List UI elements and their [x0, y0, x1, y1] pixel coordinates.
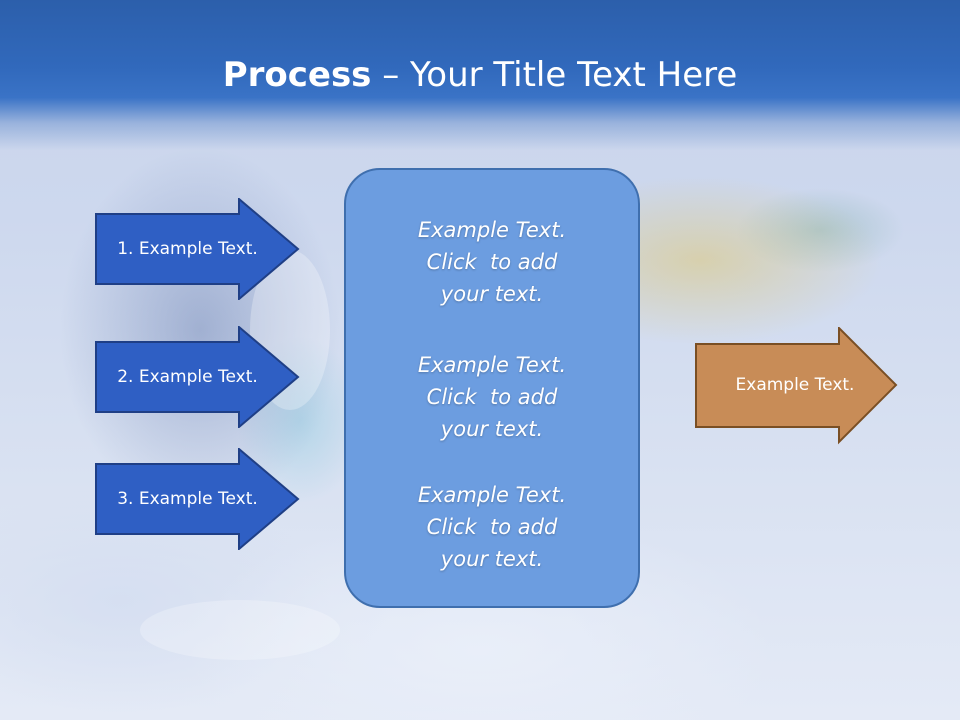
text-line: your text.	[440, 282, 544, 306]
text-line: Click to add	[426, 385, 558, 409]
step-arrow-1[interactable]: 1. Example Text.	[95, 198, 301, 300]
step-label-3: 3. Example Text.	[117, 489, 258, 509]
text-block-3: Example Text. Click to add your text.	[346, 479, 638, 575]
text-line: Click to add	[426, 250, 558, 274]
text-line: Click to add	[426, 515, 558, 539]
step-arrow-2[interactable]: 2. Example Text.	[95, 326, 301, 428]
step-arrow-3[interactable]: 3. Example Text.	[95, 448, 301, 550]
text-line: your text.	[440, 547, 544, 571]
output-label: Example Text.	[735, 375, 855, 395]
output-arrow[interactable]: Example Text.	[695, 327, 899, 445]
center-text-box[interactable]: Example Text. Click to add your text. Ex…	[344, 168, 640, 608]
text-line: Example Text.	[417, 483, 567, 507]
title-bold: Process	[222, 55, 372, 95]
text-line: Example Text.	[417, 353, 567, 377]
arrow-shape	[95, 198, 300, 300]
slide-title[interactable]: Process – Your Title Text Here	[0, 52, 960, 98]
text-block-1: Example Text. Click to add your text.	[346, 214, 638, 310]
step-label-1: 1. Example Text.	[117, 239, 258, 259]
arrow-shape	[95, 326, 300, 428]
text-block-2: Example Text. Click to add your text.	[346, 349, 638, 445]
text-line: Example Text.	[417, 218, 567, 242]
water-splash	[140, 600, 340, 660]
arrow-shape	[95, 448, 300, 550]
step-label-2: 2. Example Text.	[117, 367, 258, 387]
arrow-shape	[695, 327, 898, 445]
title-rest: – Your Title Text Here	[371, 55, 738, 95]
text-line: your text.	[440, 417, 544, 441]
title-band	[0, 0, 960, 150]
